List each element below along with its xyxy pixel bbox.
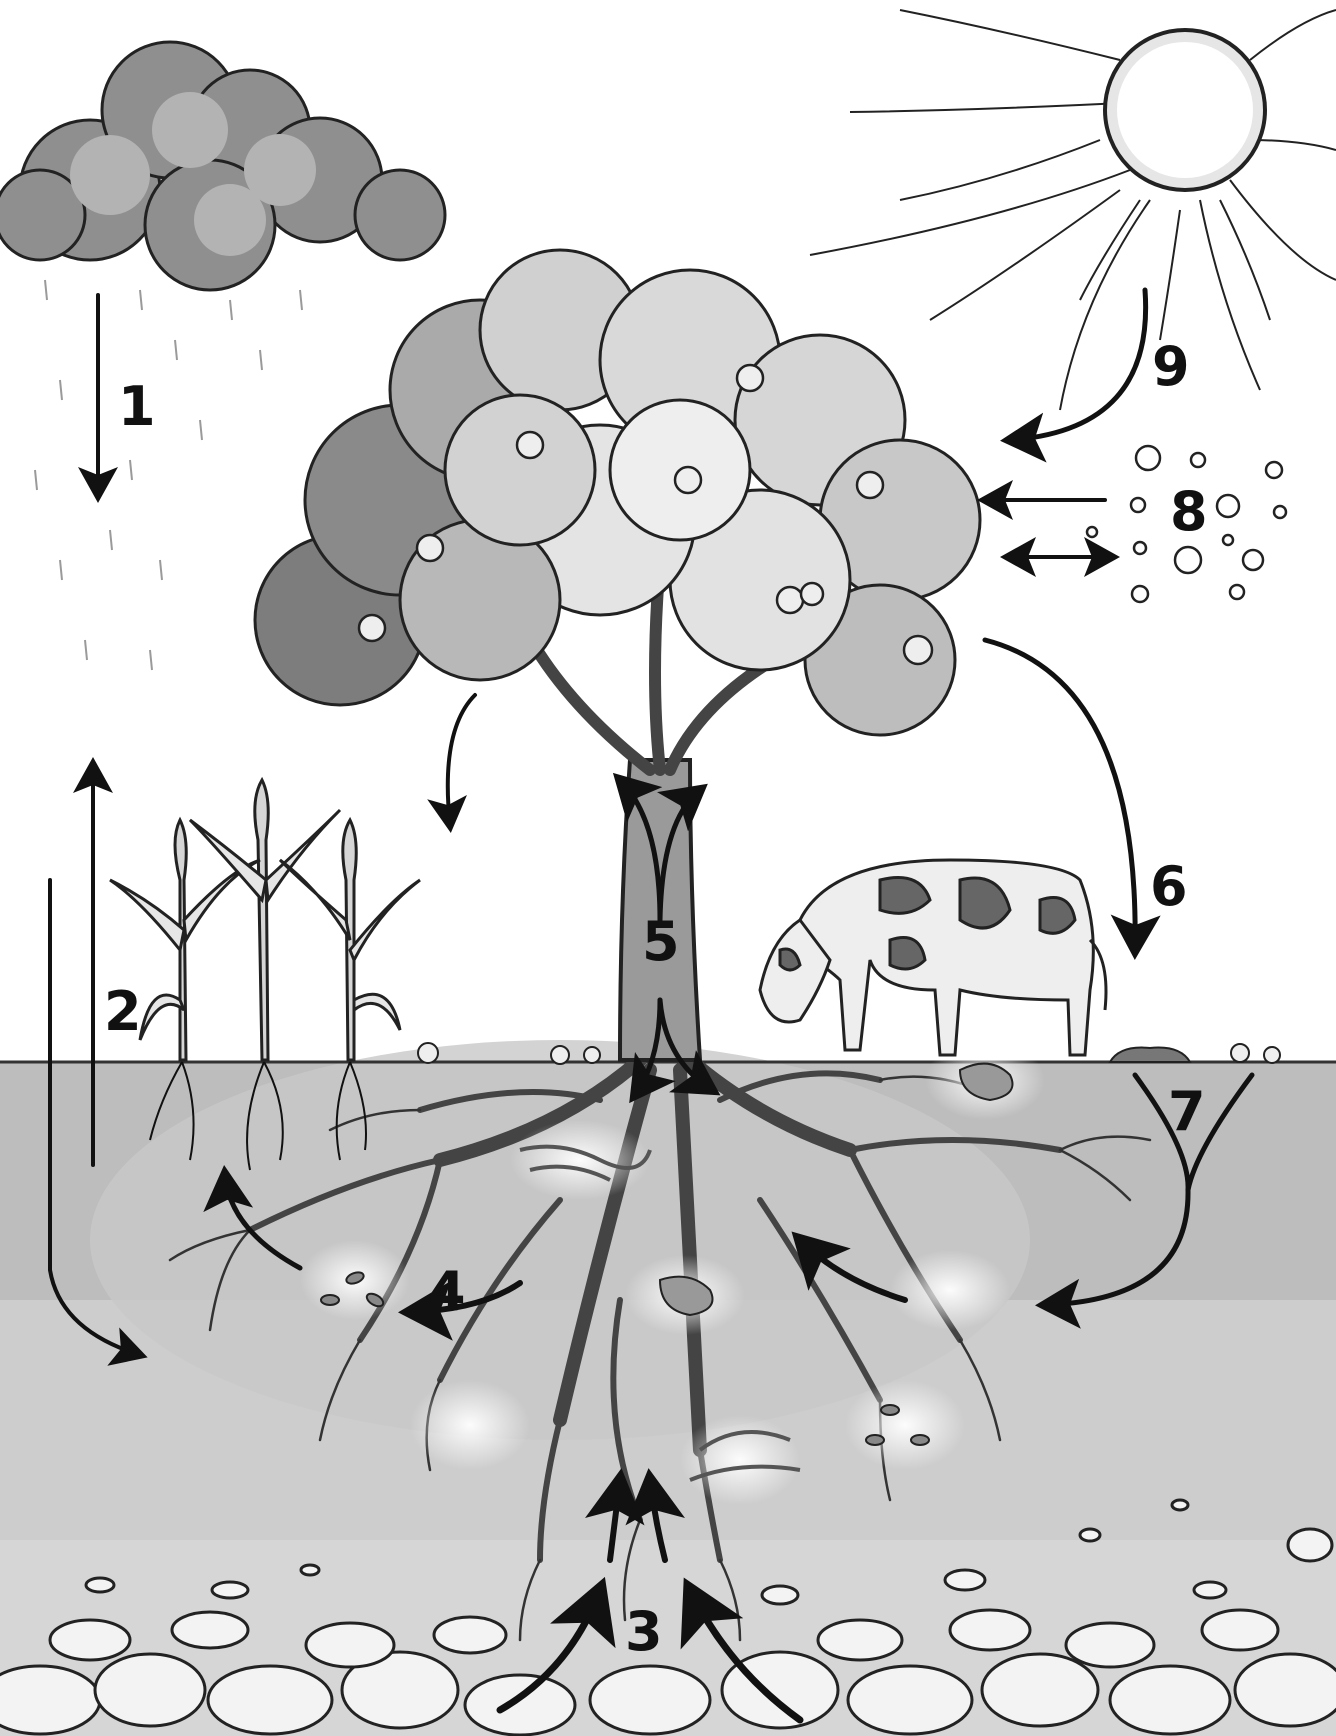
label-3: 3: [625, 1600, 663, 1663]
sun: [810, 10, 1336, 410]
label-8: 8: [1170, 480, 1208, 543]
label-4: 4: [428, 1260, 466, 1323]
label-6: 6: [1150, 855, 1188, 918]
cow: [760, 860, 1106, 1055]
label-9: 9: [1152, 335, 1190, 398]
label-2: 2: [104, 980, 142, 1043]
manure-pile: [1110, 1048, 1190, 1062]
label-7: 7: [1168, 1080, 1206, 1143]
label-1: 1: [118, 375, 156, 438]
arrow-9-sunlight: [1010, 290, 1146, 440]
label-5: 5: [642, 910, 680, 973]
soil-lighter-patch: [90, 1040, 1030, 1440]
arrow-leaf-fall: [448, 695, 475, 825]
